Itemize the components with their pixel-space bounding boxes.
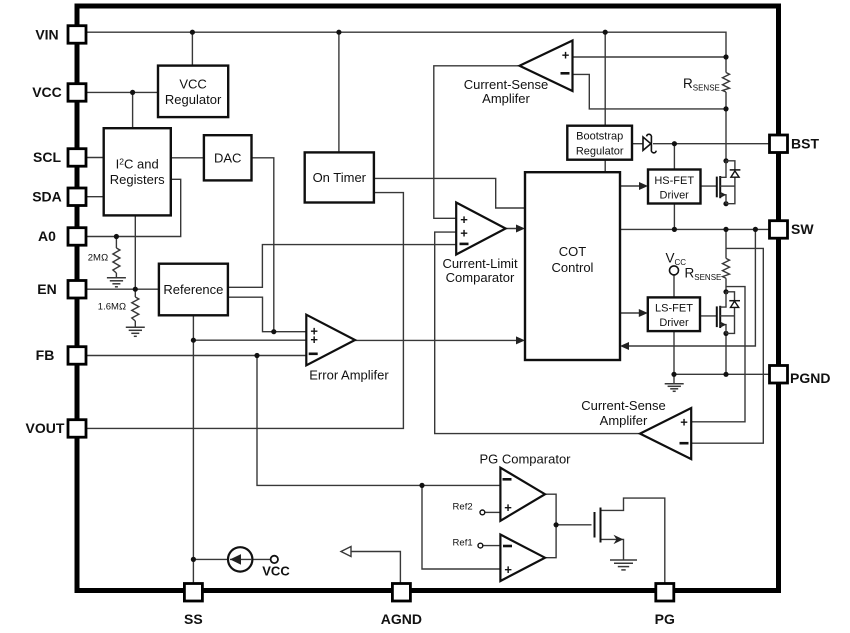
svg-text:A0: A0	[38, 228, 56, 244]
svg-text:Regulator: Regulator	[165, 92, 222, 107]
svg-text:DAC: DAC	[214, 150, 241, 165]
svg-text:VCC: VCC	[262, 564, 290, 579]
svg-text:Driver: Driver	[660, 190, 690, 202]
svg-text:Registers: Registers	[110, 172, 165, 187]
svg-text:Current-Sense: Current-Sense	[464, 77, 549, 92]
svg-text:HS-FET: HS-FET	[654, 175, 694, 187]
svg-text:Control: Control	[552, 260, 594, 275]
svg-text:On Timer: On Timer	[313, 170, 367, 185]
svg-text:I2C and: I2C and	[116, 157, 159, 172]
svg-text:1.6MΩ: 1.6MΩ	[98, 302, 126, 313]
svg-text:Current-Sense: Current-Sense	[581, 398, 666, 413]
svg-text:SDA: SDA	[32, 189, 62, 205]
svg-text:Driver: Driver	[659, 317, 689, 329]
svg-text:SW: SW	[791, 221, 814, 237]
svg-text:VCC: VCC	[179, 77, 206, 92]
svg-text:LS-FET: LS-FET	[655, 303, 693, 315]
svg-text:Ref2: Ref2	[453, 502, 473, 513]
svg-text:+: +	[504, 562, 512, 577]
svg-text:SCL: SCL	[33, 149, 61, 165]
svg-text:Reference: Reference	[163, 282, 223, 297]
svg-text:+: +	[310, 332, 318, 347]
svg-text:Amplifer: Amplifer	[600, 413, 648, 428]
svg-text:VOUT: VOUT	[26, 420, 65, 436]
svg-text:PGND: PGND	[790, 370, 830, 386]
svg-text:PG Comparator: PG Comparator	[479, 452, 571, 467]
svg-text:EN: EN	[37, 281, 56, 297]
svg-text:Bootstrap: Bootstrap	[576, 131, 623, 143]
svg-text:+: +	[504, 500, 512, 515]
svg-text:Current-Limit: Current-Limit	[442, 256, 518, 271]
svg-text:Error Amplifer: Error Amplifer	[309, 368, 389, 383]
svg-text:PG: PG	[655, 611, 675, 627]
svg-text:+: +	[460, 212, 468, 227]
svg-text:SS: SS	[184, 611, 203, 627]
svg-text:+: +	[460, 226, 468, 241]
svg-text:+: +	[310, 324, 318, 339]
svg-text:Comparator: Comparator	[446, 270, 515, 285]
svg-text:BST: BST	[791, 136, 819, 152]
svg-text:FB: FB	[36, 347, 55, 363]
svg-text:VIN: VIN	[35, 27, 58, 43]
svg-text:Ref1: Ref1	[453, 538, 473, 549]
svg-text:+: +	[562, 47, 570, 62]
svg-text:+: +	[680, 415, 688, 430]
svg-text:Amplifer: Amplifer	[482, 91, 530, 106]
svg-text:Regulator: Regulator	[576, 146, 624, 158]
svg-text:AGND: AGND	[381, 611, 422, 627]
svg-text:COT: COT	[559, 244, 587, 259]
svg-text:2MΩ: 2MΩ	[88, 253, 109, 264]
svg-text:VCC: VCC	[32, 84, 62, 100]
